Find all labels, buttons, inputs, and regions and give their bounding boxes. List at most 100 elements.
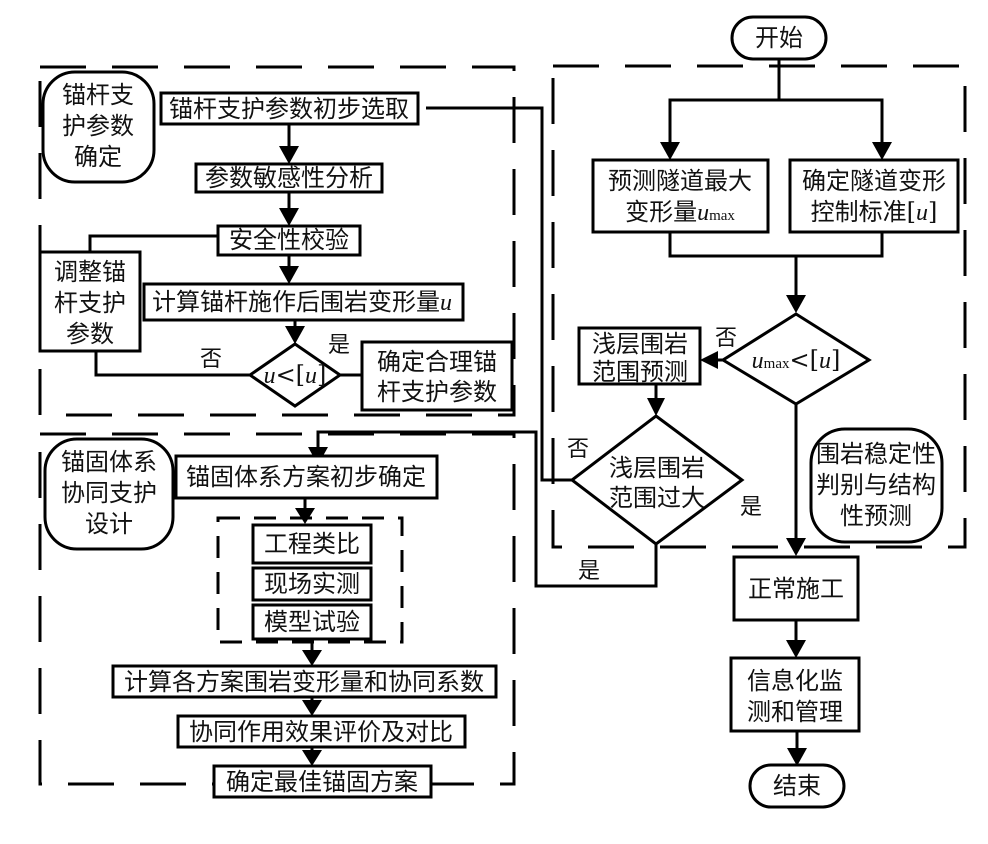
step-label: 计算锚杆施作后围岩变形量u [152,288,452,316]
step-system-calc: 计算各方案围岩变形量和协同系数 [111,664,498,699]
group-region-methods [216,516,404,644]
connector [316,430,658,588]
step-adjust-params: 调整锚 杆支护 参数 [38,250,142,353]
arrowhead [647,398,665,416]
branch-yes-label: 是 [740,495,762,520]
step-normal-construction: 正常施工 [732,555,860,622]
arrowhead [786,538,806,556]
group-label-anchor-system: 锚固体系 协同支护 设计 [43,437,175,551]
branch-no-label: 否 [200,347,222,372]
variable-u: u [916,200,928,226]
connector [668,98,884,144]
end-terminal: 结束 [748,763,846,809]
group-region-stability [551,64,967,549]
decision-umax-limit: umax<[u] [720,312,872,406]
decision-label: umax<[u] [752,346,841,374]
group-label-line: 锚杆支 [62,81,134,109]
decision-label-line: 浅层围岩 [609,454,705,482]
step-label-line: 确定隧道变形 [802,167,946,195]
arrowhead [786,640,806,658]
arrowhead [285,326,305,344]
step-method-model: 模型试验 [251,603,373,641]
subscript-max: max [764,356,790,372]
step-initial-select: 锚杆支护参数初步选取 [159,91,420,126]
step-label: 锚杆支护参数初步选取 [169,95,409,123]
group-label-line: 确定 [74,143,122,171]
step-label-line: 预测隧道最大 [608,167,752,195]
decision-label-line: 范围过大 [609,484,705,512]
branch-yes-label: 是 [578,559,600,584]
connector [88,234,218,252]
decision-bracket: ] [928,198,937,226]
step-label-line: 调整锚 [54,258,126,286]
branch-no-label: 否 [715,326,737,351]
decision-u-limit: u<[u] [247,342,343,408]
step-label-line: 杆支护 [54,289,126,317]
step-label-line: 参数 [66,320,114,348]
decision-bracket: ] [831,346,840,374]
step-label-line: 杆支护参数 [377,378,497,406]
step-label-text: 控制标准[ [811,198,916,226]
branch-no-label: 否 [567,437,589,462]
step-label: 参数敏感性分析 [205,164,373,192]
decision-bracket: ] [317,361,326,389]
step-shallow-predict: 浅层围岩 范围预测 [577,326,702,386]
step-method-analogy: 工程类比 [251,523,373,565]
arrowhead [786,295,806,313]
decision-label: u<[u] [264,361,327,389]
step-predict-max: 预测隧道最大 变形量umax [591,158,770,234]
step-label: 锚固体系方案初步确定 [186,463,426,491]
step-system-best: 确定最佳锚固方案 [212,764,433,799]
connector [94,351,250,377]
start-terminal: 开始 [730,15,828,61]
step-label: 正常施工 [748,575,844,603]
group-label-anchor-param: 锚杆支 护参数 确定 [41,70,156,184]
step-label-text: 变形量 [625,198,697,226]
arrowhead [279,146,299,164]
group-label-line: 护参数 [62,112,134,140]
arrowhead [700,351,718,369]
group-region-anchor-system [38,432,516,786]
group-region-anchor-param [38,65,516,417]
step-label: 现场实测 [264,570,360,598]
arrowhead [302,750,322,766]
step-label-line: 确定合理锚 [377,348,497,376]
group-label-line: 围岩稳定性 [816,440,936,468]
step-label: 计算各方案围岩变形量和协同系数 [124,668,484,696]
step-sensitivity: 参数敏感性分析 [194,162,384,194]
connector [426,106,572,482]
decision-operator: <[ [276,361,305,389]
step-system-initial: 锚固体系方案初步确定 [174,454,439,500]
step-label: 安全性校验 [229,226,349,254]
step-label: 模型试验 [264,608,360,636]
step-label-line: 变形量umax [625,198,735,226]
connector [668,232,884,258]
arrowhead [302,650,322,666]
step-monitoring: 信息化监 测和管理 [729,656,861,733]
step-label: 确定最佳锚固方案 [226,768,418,796]
arrowhead [279,266,299,284]
arrowhead [787,748,807,766]
step-final-params: 确定合理锚 杆支护参数 [360,340,514,412]
arrowhead [295,508,315,524]
step-label-text: 计算锚杆施作后围岩变形量 [152,288,440,316]
variable-u: u [819,348,831,374]
group-label-line: 判别与结构 [816,471,936,499]
step-safety-check: 安全性校验 [216,224,362,257]
group-label-line: 锚固体系 [61,448,157,476]
end-label: 结束 [773,772,821,800]
subscript-max: max [709,208,735,224]
group-label-stability: 围岩稳定性 判别与结构 性预测 [809,427,944,544]
arrowhead [302,700,322,716]
arrowhead [279,208,299,226]
step-control-standard: 确定隧道变形 控制标准[u] [788,158,960,234]
step-label-line: 信息化监 [747,667,843,695]
step-label-line: 测和管理 [747,698,843,726]
step-calc-deform: 计算锚杆施作后围岩变形量u [142,282,465,322]
step-label-line: 范围预测 [592,358,688,386]
step-label-line: 控制标准[u] [811,198,938,226]
step-label-line: 浅层围岩 [592,330,688,358]
group-label-line: 设计 [85,510,133,538]
variable-u: u [697,200,709,226]
